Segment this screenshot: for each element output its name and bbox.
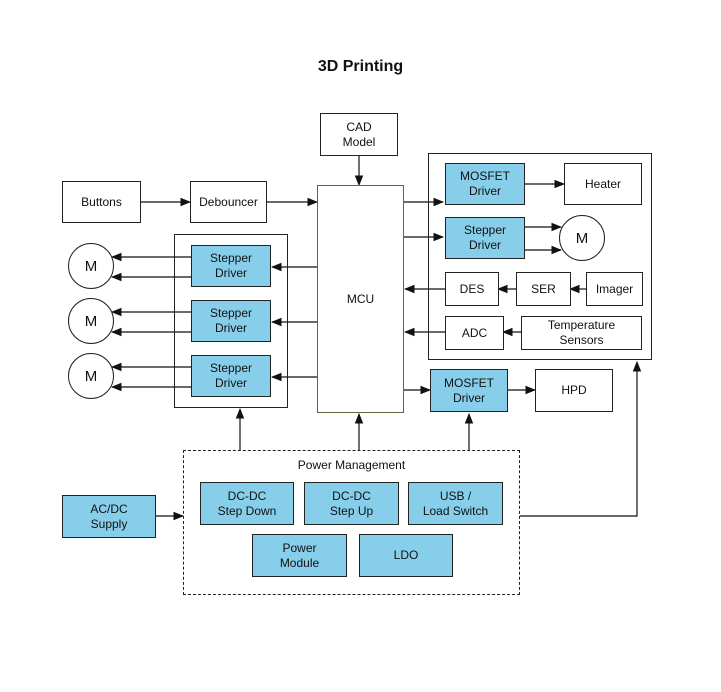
motor-1: M [68, 243, 114, 289]
buttons-block: Buttons [62, 181, 141, 223]
dcdc-step-down-block: DC-DC Step Down [200, 482, 294, 525]
mosfet-driver-hpd: MOSFET Driver [430, 369, 508, 412]
power-module-block: Power Module [252, 534, 347, 577]
imager-block: Imager [586, 272, 643, 306]
peripheral-group-frame [428, 153, 652, 360]
power-management-label: Power Management [297, 458, 406, 472]
stepper-driver-1: Stepper Driver [191, 245, 271, 287]
mosfet-driver-heater: MOSFET Driver [445, 163, 525, 205]
temperature-sensors-block: Temperature Sensors [521, 316, 642, 350]
stepper-driver-3: Stepper Driver [191, 355, 271, 397]
ac-dc-supply-block: AC/DC Supply [62, 495, 156, 538]
dcdc-step-up-block: DC-DC Step Up [304, 482, 399, 525]
hpd-block: HPD [535, 369, 613, 412]
usb-load-switch-block: USB / Load Switch [408, 482, 503, 525]
motor-3: M [68, 353, 114, 399]
stepper-driver-2: Stepper Driver [191, 300, 271, 342]
power-management-frame [183, 450, 520, 595]
adc-block: ADC [445, 316, 504, 350]
des-block: DES [445, 272, 499, 306]
stepper-driver-right: Stepper Driver [445, 217, 525, 259]
heater-block: Heater [564, 163, 642, 205]
motor-right: M [559, 215, 605, 261]
cad-model-block: CAD Model [320, 113, 398, 156]
debouncer-block: Debouncer [190, 181, 267, 223]
ser-block: SER [516, 272, 571, 306]
diagram-title: 3D Printing [317, 58, 404, 75]
mcu-block: MCU [317, 185, 404, 413]
motor-2: M [68, 298, 114, 344]
ldo-block: LDO [359, 534, 453, 577]
stepper-group-frame [174, 234, 288, 408]
